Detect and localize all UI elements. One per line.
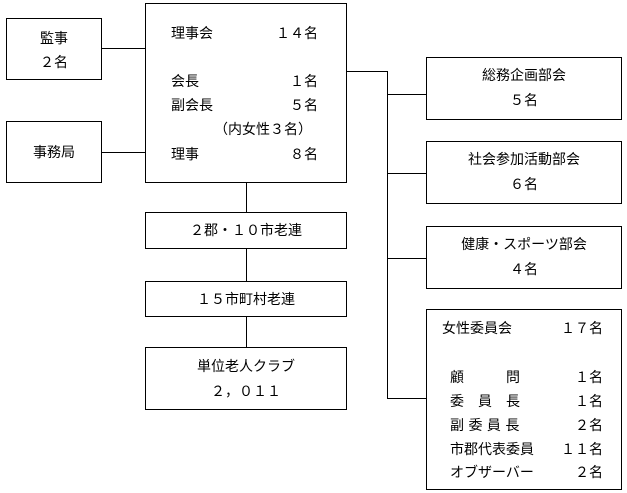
- director-count: ８名: [290, 147, 318, 163]
- municipal-federation-label: １５市町村老連: [197, 292, 295, 308]
- vice-chairman-label: 副会長: [171, 98, 213, 114]
- committee-chair-label: 委 員 長: [450, 394, 520, 410]
- branch-general-affairs: [387, 94, 427, 95]
- senior-club-count: ２，０１１: [211, 384, 281, 400]
- advisor-count: １名: [575, 370, 603, 386]
- district-reps-label: 市郡代表委員: [450, 442, 534, 458]
- health-sports-dept-title: 健康・スポーツ部会: [461, 237, 587, 253]
- gun-city-federation-label: ２郡・１０市老連: [190, 223, 302, 239]
- departments-trunk-line: [387, 71, 388, 398]
- health-sports-dept-box: 健康・スポーツ部会 ４名: [426, 226, 622, 289]
- social-participation-dept-count: ６名: [510, 177, 538, 193]
- secretariat-box: 事務局: [6, 121, 102, 183]
- general-affairs-dept-box: 総務企画部会 ５名: [426, 57, 622, 120]
- senior-club-title: 単位老人クラブ: [197, 359, 295, 375]
- women-committee-title-count: １７名: [561, 321, 603, 337]
- secretariat-connector: [101, 152, 146, 153]
- gun-city-federation-box: ２郡・１０市老連: [145, 212, 347, 249]
- health-sports-dept-count: ４名: [510, 262, 538, 278]
- general-affairs-dept-title: 総務企画部会: [482, 68, 566, 84]
- women-committee-title: 女性委員会: [442, 321, 512, 337]
- auditor-title: 監事: [40, 31, 68, 47]
- auditor-box: 監事 ２名: [6, 18, 102, 80]
- branch-health-sports: [387, 258, 427, 259]
- gun-city-to-municipal-connector: [246, 248, 247, 281]
- committee-chair-count: １名: [575, 394, 603, 410]
- auditor-connector: [101, 48, 146, 49]
- observer-label: オブザーバー: [450, 465, 534, 481]
- board-box: 理事会 １４名 会長 １名 副会長 ５名 （内女性３名） 理事 ８名: [145, 3, 347, 183]
- board-to-departments-connector: [346, 71, 387, 72]
- senior-club-box: 単位老人クラブ ２，０１１: [145, 347, 347, 410]
- vice-chair-label: 副 委 員 長: [450, 418, 520, 434]
- district-reps-count: １１名: [561, 442, 603, 458]
- secretariat-title: 事務局: [33, 145, 75, 161]
- advisor-label: 顧 問: [450, 370, 520, 386]
- branch-social-participation: [387, 173, 427, 174]
- chairman-count: １名: [290, 74, 318, 90]
- women-committee-box: 女性委員会 １７名 顧 問 １名 委 員 長 １名 副 委 員 長 ２名 市郡代…: [426, 309, 622, 490]
- vice-chairman-count: ５名: [290, 98, 318, 114]
- auditor-count: ２名: [40, 55, 68, 71]
- board-title-count: １４名: [276, 26, 318, 42]
- observer-count: ２名: [575, 465, 603, 481]
- general-affairs-dept-count: ５名: [510, 93, 538, 109]
- social-participation-dept-box: 社会参加活動部会 ６名: [426, 141, 622, 204]
- board-title: 理事会: [171, 26, 213, 42]
- board-to-gun-city-connector: [246, 182, 247, 212]
- women-note: （内女性３名）: [214, 122, 312, 138]
- municipal-to-club-connector: [246, 316, 247, 348]
- vice-chair-count: ２名: [575, 418, 603, 434]
- director-label: 理事: [171, 147, 199, 163]
- branch-women-committee: [387, 398, 427, 399]
- municipal-federation-box: １５市町村老連: [145, 281, 347, 317]
- social-participation-dept-title: 社会参加活動部会: [468, 152, 580, 168]
- chairman-label: 会長: [171, 74, 199, 90]
